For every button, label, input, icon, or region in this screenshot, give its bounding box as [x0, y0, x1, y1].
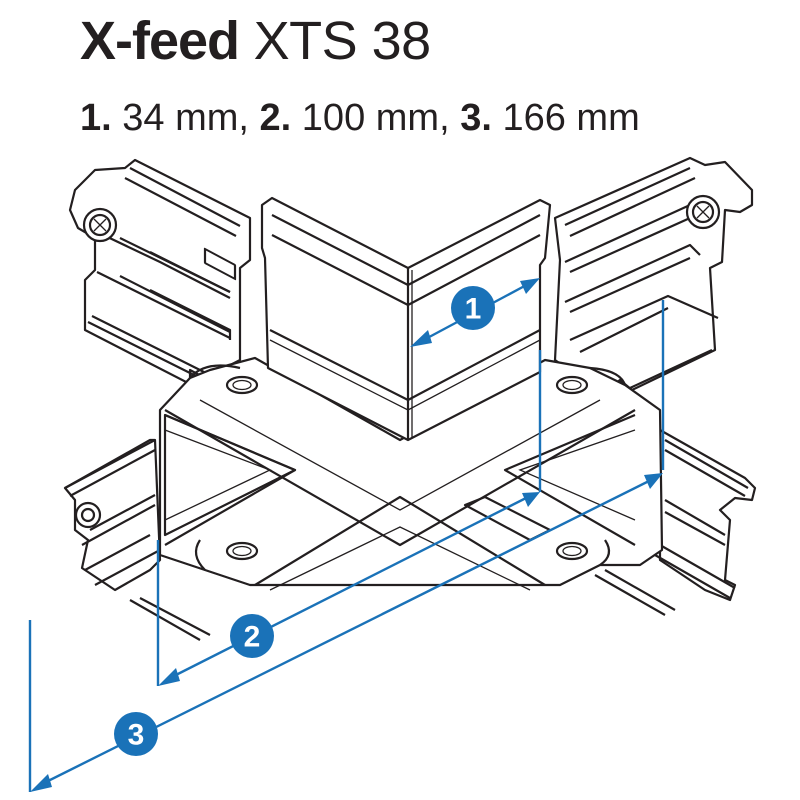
- page-title: X-feed XTS 38: [80, 6, 431, 76]
- track-arm-front-left: [63, 438, 211, 641]
- dimension-item-2: 2. 100 mm,: [259, 97, 450, 139]
- callout-badge-2: 2: [230, 614, 274, 658]
- product-model: XTS 38: [253, 11, 432, 71]
- connector-body: [158, 356, 664, 591]
- svg-text:3: 3: [128, 719, 145, 752]
- track-arm-rear-right: [553, 156, 754, 397]
- rivet-icon: [555, 541, 589, 561]
- dimension-list: 1. 34 mm, 2. 100 mm, 3. 166 mm: [80, 90, 640, 146]
- callout-badge-3: 3: [114, 712, 158, 756]
- callout-badge-1: 1: [451, 286, 495, 330]
- track-arm-front-right: [594, 428, 757, 616]
- svg-text:1: 1: [465, 293, 482, 326]
- rivet-icon: [555, 375, 589, 395]
- svg-text:2: 2: [244, 621, 261, 654]
- dimension-item-1: 1. 34 mm,: [80, 97, 249, 139]
- feed-housing: [260, 196, 552, 442]
- track-arm-rear-left: [68, 158, 252, 386]
- rivet-icon: [225, 375, 259, 395]
- rivet-icon: [225, 541, 259, 561]
- dimension-item-3: 3. 166 mm: [460, 97, 640, 139]
- product-name: X-feed: [80, 11, 240, 71]
